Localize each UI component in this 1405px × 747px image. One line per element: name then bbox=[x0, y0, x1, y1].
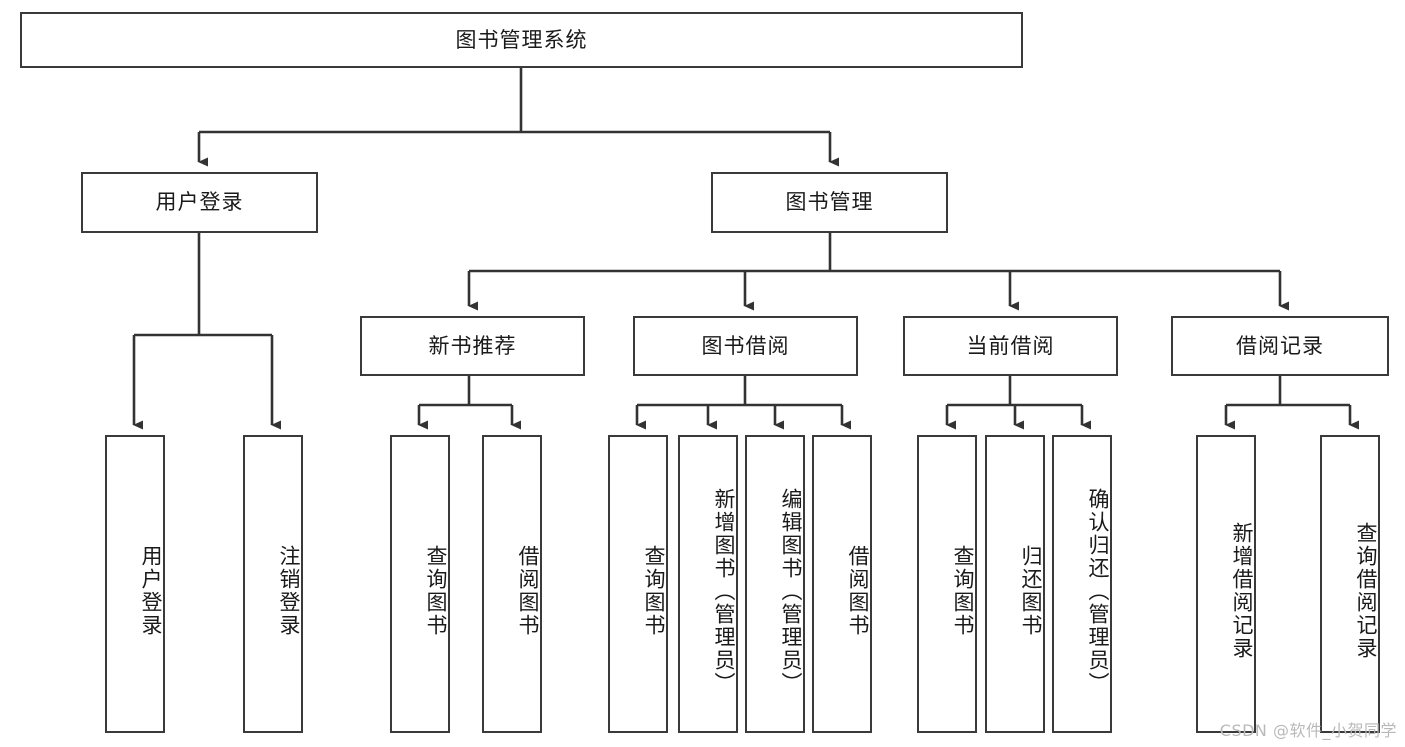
leaf-query-record[interactable]: 查询借阅记录 bbox=[1320, 435, 1380, 733]
node-current-borrow[interactable]: 当前借阅 bbox=[903, 316, 1118, 376]
node-label: 注销登录 bbox=[277, 545, 301, 637]
leaf-user-logout[interactable]: 注销登录 bbox=[243, 435, 303, 733]
node-label: 图书管理 bbox=[785, 190, 874, 215]
leaf-add-book[interactable]: 新增图书（管理员） bbox=[678, 435, 738, 733]
node-label: 查询图书 bbox=[642, 545, 666, 637]
leaf-query-book-3[interactable]: 查询图书 bbox=[917, 435, 977, 733]
node-root-system[interactable]: 图书管理系统 bbox=[20, 12, 1023, 68]
watermark-text: CSDN @软件_小贺同学 bbox=[1219, 721, 1397, 740]
node-label: 借阅图书 bbox=[516, 545, 540, 637]
leaf-return-book[interactable]: 归还图书 bbox=[985, 435, 1045, 733]
node-label: 归还图书 bbox=[1019, 545, 1043, 637]
node-label: 查询图书 bbox=[951, 545, 975, 637]
node-new-book-recommend[interactable]: 新书推荐 bbox=[360, 316, 585, 376]
node-label: 图书借阅 bbox=[701, 333, 790, 358]
node-book-borrow[interactable]: 图书借阅 bbox=[633, 316, 858, 376]
node-label: 确认归还（管理员） bbox=[1086, 487, 1110, 695]
leaf-confirm-return[interactable]: 确认归还（管理员） bbox=[1052, 435, 1112, 733]
leaf-add-record[interactable]: 新增借阅记录 bbox=[1196, 435, 1256, 733]
node-label: 编辑图书（管理员） bbox=[779, 487, 803, 695]
node-borrow-record[interactable]: 借阅记录 bbox=[1171, 316, 1389, 376]
leaf-borrow-book-1[interactable]: 借阅图书 bbox=[482, 435, 542, 733]
leaf-user-login[interactable]: 用户登录 bbox=[105, 435, 165, 733]
node-label: 查询图书 bbox=[424, 545, 448, 637]
node-user-login[interactable]: 用户登录 bbox=[81, 172, 318, 233]
leaf-borrow-book-2[interactable]: 借阅图书 bbox=[812, 435, 872, 733]
node-label: 查询借阅记录 bbox=[1354, 522, 1378, 660]
node-label: 借阅记录 bbox=[1236, 333, 1324, 358]
leaf-query-book-1[interactable]: 查询图书 bbox=[390, 435, 450, 733]
leaf-edit-book[interactable]: 编辑图书（管理员） bbox=[745, 435, 805, 733]
node-label: 新增借阅记录 bbox=[1230, 522, 1254, 660]
node-label: 用户登录 bbox=[155, 190, 244, 215]
node-label: 图书管理系统 bbox=[455, 27, 588, 52]
node-label: 当前借阅 bbox=[966, 333, 1055, 358]
node-label: 借阅图书 bbox=[846, 545, 870, 637]
node-label: 新书推荐 bbox=[428, 333, 517, 358]
node-label: 用户登录 bbox=[139, 545, 163, 637]
node-label: 新增图书（管理员） bbox=[712, 487, 736, 695]
node-book-manage[interactable]: 图书管理 bbox=[711, 172, 948, 233]
leaf-query-book-2[interactable]: 查询图书 bbox=[608, 435, 668, 733]
